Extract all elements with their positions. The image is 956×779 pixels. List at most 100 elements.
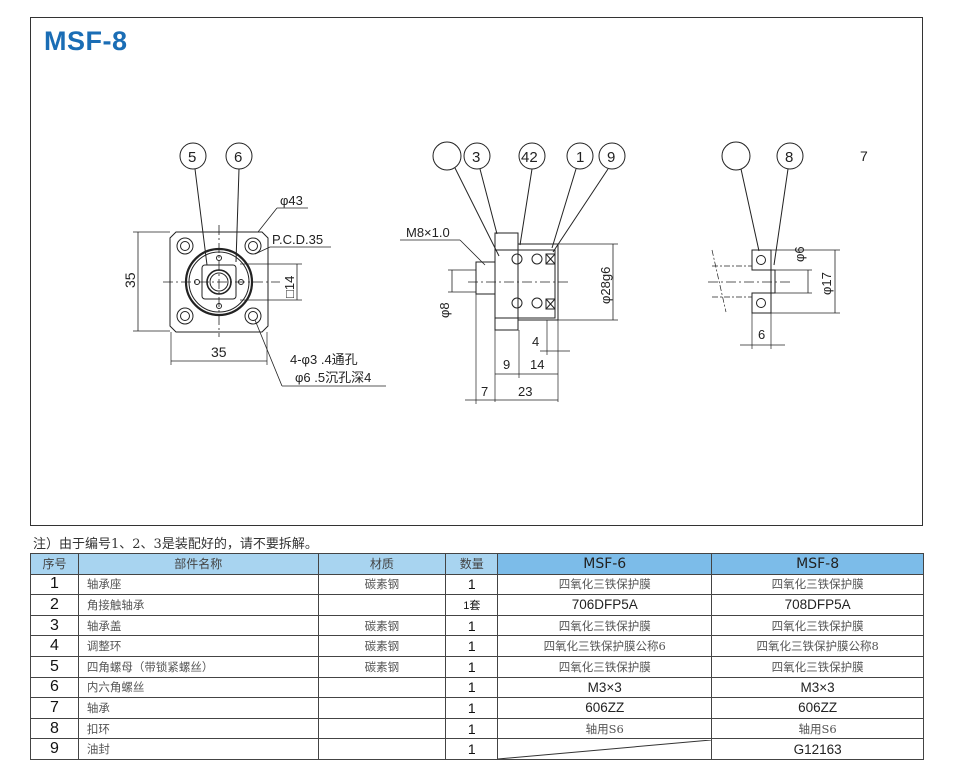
bearing-view: 8 7 φ6 φ17 6 bbox=[708, 141, 868, 349]
part-name: 轴承 bbox=[77, 697, 319, 719]
flange-outline bbox=[169, 231, 269, 333]
material: 碳素钢 bbox=[317, 655, 447, 678]
header-msf8: MSF-8 bbox=[711, 553, 924, 575]
svg-text:P.C.D.35: P.C.D.35 bbox=[272, 232, 323, 247]
row-no: 1 bbox=[30, 573, 79, 596]
svg-text:4-φ3 .4通孔: 4-φ3 .4通孔 bbox=[290, 352, 358, 367]
row-no: 7 bbox=[30, 697, 79, 719]
balloon-blank-7 bbox=[721, 141, 751, 171]
drawing-frame bbox=[30, 17, 923, 526]
material bbox=[317, 717, 447, 740]
svg-text:6: 6 bbox=[234, 149, 242, 166]
svg-text:□14: □14 bbox=[282, 276, 297, 298]
svg-text:φ8: φ8 bbox=[437, 302, 452, 318]
svg-text:4: 4 bbox=[532, 334, 539, 349]
part-name: 轴承座 bbox=[77, 573, 319, 596]
quantity: 1套 bbox=[445, 594, 499, 616]
material bbox=[317, 697, 447, 719]
svg-text:8: 8 bbox=[785, 149, 793, 166]
row-no: 9 bbox=[30, 738, 79, 760]
material: 碳素钢 bbox=[317, 573, 447, 596]
empty-cell-slash bbox=[498, 739, 712, 759]
row-no: 4 bbox=[30, 635, 79, 657]
svg-text:1: 1 bbox=[576, 149, 584, 166]
row-no: 6 bbox=[30, 676, 79, 699]
quantity: 1 bbox=[445, 697, 499, 719]
svg-text:6: 6 bbox=[758, 327, 765, 342]
front-view: 5 6 35 35 φ43 P.C.D.35 bbox=[122, 142, 386, 387]
msf8-spec: 708DFP5A bbox=[711, 594, 924, 616]
page-title: MSF-8 bbox=[44, 26, 128, 56]
svg-text:7: 7 bbox=[481, 384, 488, 399]
msf6-spec: 四氧化三铁保护膜 bbox=[497, 614, 713, 637]
balloon-1 bbox=[566, 142, 594, 170]
msf8-spec: M3×3 bbox=[711, 676, 924, 699]
msf6-spec: 轴用S6 bbox=[497, 717, 713, 740]
header-name: 部件名称 bbox=[77, 553, 319, 575]
row-no: 2 bbox=[30, 594, 79, 616]
part-name: 扣环 bbox=[77, 717, 319, 740]
quantity: 1 bbox=[445, 676, 499, 699]
msf6-spec: 706DFP5A bbox=[497, 594, 713, 616]
quantity: 1 bbox=[445, 635, 499, 657]
header-material: 材质 bbox=[317, 553, 447, 575]
msf6-spec: 四氧化三铁保护膜 bbox=[497, 573, 713, 596]
row-no: 3 bbox=[30, 614, 79, 637]
row-no: 8 bbox=[30, 717, 79, 740]
material bbox=[317, 738, 447, 760]
balloon-8 bbox=[776, 142, 804, 170]
balloon-3 bbox=[463, 142, 491, 170]
msf6-spec bbox=[497, 738, 713, 760]
assembly-note: 注）由于编号1、2、3是装配好的，请不要拆解。 bbox=[33, 537, 318, 552]
row-no: 5 bbox=[30, 655, 79, 678]
svg-text:7: 7 bbox=[860, 148, 868, 164]
part-name: 调整环 bbox=[77, 635, 319, 657]
msf8-spec: 四氧化三铁保护膜 bbox=[711, 655, 924, 678]
svg-text:9: 9 bbox=[503, 357, 510, 372]
msf8-spec: G12163 bbox=[711, 738, 924, 760]
part-name: 油封 bbox=[77, 738, 319, 760]
material bbox=[317, 676, 447, 699]
part-name: 四角螺母（带锁紧螺丝） bbox=[77, 655, 319, 678]
svg-text:14: 14 bbox=[530, 357, 544, 372]
header-qty: 数量 bbox=[445, 553, 499, 575]
header-no: 序号 bbox=[30, 553, 79, 575]
balloon-5 bbox=[179, 142, 207, 170]
msf8-spec: 轴用S6 bbox=[711, 717, 924, 740]
msf8-spec: 四氧化三铁保护膜 bbox=[711, 573, 924, 596]
msf8-spec: 四氧化三铁保护膜 bbox=[711, 614, 924, 637]
msf6-spec: 606ZZ bbox=[497, 697, 713, 719]
material bbox=[317, 594, 447, 616]
svg-text:M8×1.0: M8×1.0 bbox=[406, 225, 450, 240]
svg-text:φ43: φ43 bbox=[280, 193, 303, 208]
svg-text:23: 23 bbox=[518, 384, 532, 399]
msf6-spec: 四氧化三铁保护膜 bbox=[497, 655, 713, 678]
part-name: 轴承盖 bbox=[77, 614, 319, 637]
side-view: 3 42 1 9 M8×1.0 φ8 φ28g6 4 bbox=[400, 141, 626, 404]
msf8-spec: 606ZZ bbox=[711, 697, 924, 719]
part-name: 内六角螺丝 bbox=[77, 676, 319, 699]
table-header: 序号 部件名称 材质 数量 MSF-6 MSF-8 bbox=[30, 553, 924, 575]
msf6-spec: M3×3 bbox=[497, 676, 713, 699]
svg-text:5: 5 bbox=[188, 149, 196, 166]
svg-text:35: 35 bbox=[122, 272, 138, 288]
msf8-spec: 四氧化三铁保护膜公称8 bbox=[711, 635, 924, 657]
material: 碳素钢 bbox=[317, 635, 447, 657]
material: 碳素钢 bbox=[317, 614, 447, 637]
part-name: 角接触轴承 bbox=[77, 594, 319, 616]
svg-text:φ6: φ6 bbox=[792, 246, 807, 262]
technical-drawing: 5 6 35 35 φ43 P.C.D.35 bbox=[122, 141, 868, 404]
svg-text:42: 42 bbox=[521, 149, 538, 166]
svg-text:3: 3 bbox=[472, 149, 480, 166]
quantity: 1 bbox=[445, 573, 499, 596]
